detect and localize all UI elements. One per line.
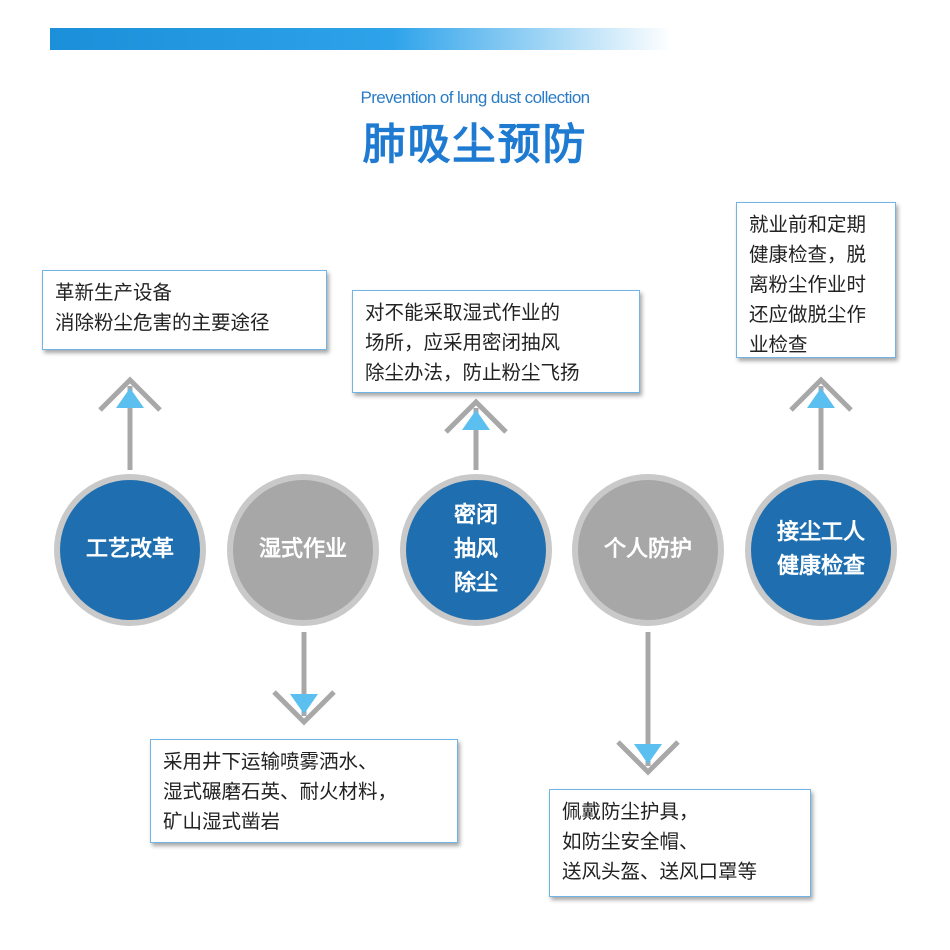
- textbox-wet-operation: 采用井下运输喷雾洒水、 湿式碾磨石英、耐火材料， 矿山湿式凿岩: [150, 739, 458, 843]
- textbox-line: 矿山湿式凿岩: [163, 810, 281, 833]
- textbox-line: 还应做脱尘作: [749, 303, 867, 326]
- arrow-up-health-check: [789, 376, 853, 470]
- textbox-line: 湿式碾磨石英、耐火材料，: [163, 780, 398, 803]
- circle-sealed-ventilation: 密闭 抽风 除尘: [400, 474, 552, 626]
- circle-label: 密闭: [453, 503, 498, 528]
- circle-process-reform: 工艺改革: [54, 474, 206, 626]
- textbox-line: 离粉尘作业时: [749, 273, 867, 296]
- page-subtitle: Prevention of lung dust collection: [360, 88, 590, 107]
- circle-label: 湿式作业: [258, 537, 347, 562]
- textbox-line: 革新生产设备: [55, 281, 173, 304]
- textbox-line: 业检查: [749, 333, 808, 356]
- textbox-process-reform: 革新生产设备 消除粉尘危害的主要途径: [42, 270, 327, 350]
- textbox-sealed-ventilation: 对不能采取湿式作业的 场所，应采用密闭抽风 除尘办法，防止粉尘飞扬: [352, 290, 640, 393]
- circle-label: 除尘: [453, 571, 498, 596]
- arrow-down-wet-operation: [272, 632, 336, 726]
- header-accent-bar: [50, 28, 672, 50]
- textbox-line: 消除粉尘危害的主要途径: [55, 311, 270, 334]
- circle-label: 接尘工人: [776, 520, 865, 545]
- circle-label: 个人防护: [603, 537, 692, 562]
- textbox-line: 场所，应采用密闭抽风: [365, 331, 561, 354]
- textbox-health-check: 就业前和定期 健康检查，脱 离粉尘作业时 还应做脱尘作 业检查: [736, 202, 896, 358]
- circle-personal-protection: 个人防护: [572, 474, 724, 626]
- page-title: 肺吸尘预防: [362, 120, 588, 170]
- arrow-down-personal-protection: [616, 632, 680, 776]
- textbox-personal-protection: 佩戴防尘护具， 如防尘安全帽、 送风头盔、送风口罩等: [549, 789, 811, 897]
- circle-wet-operation: 湿式作业: [227, 474, 379, 626]
- textbox-line: 如防尘安全帽、: [562, 830, 699, 853]
- arrow-up-sealed-ventilation: [444, 398, 508, 470]
- textbox-line: 除尘办法，防止粉尘飞扬: [365, 361, 580, 384]
- textbox-line: 就业前和定期: [749, 213, 867, 236]
- arrow-up-process-reform: [98, 376, 162, 470]
- textbox-line: 健康检查，脱: [749, 243, 867, 266]
- textbox-line: 采用井下运输喷雾洒水、: [163, 750, 378, 773]
- textbox-line: 送风头盔、送风口罩等: [562, 860, 758, 883]
- textbox-line: 对不能采取湿式作业的: [365, 301, 561, 324]
- circle-label: 健康检查: [776, 554, 865, 579]
- circle-label: 工艺改革: [85, 537, 174, 562]
- textbox-line: 佩戴防尘护具，: [562, 800, 699, 823]
- circle-health-check: 接尘工人 健康检查: [745, 474, 897, 626]
- circle-label: 抽风: [453, 537, 498, 562]
